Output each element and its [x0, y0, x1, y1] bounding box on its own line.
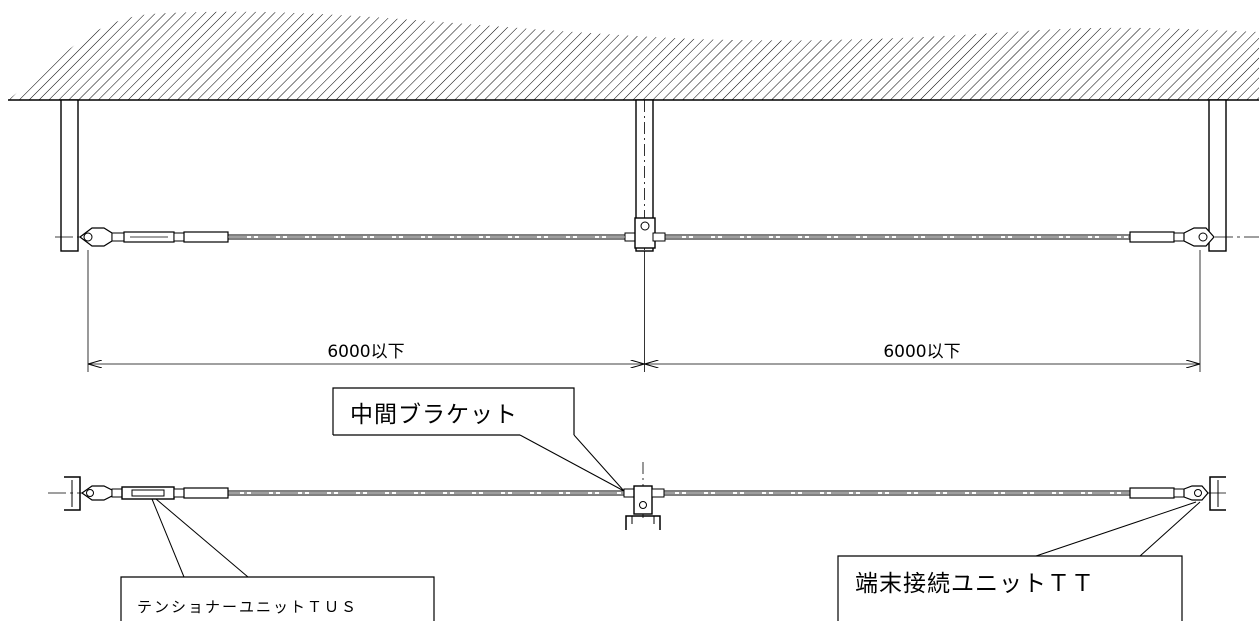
span-dimensions: 6000以下 6000以下 [87, 250, 1201, 372]
left-wall-bracket [64, 476, 81, 511]
ceiling-hatch [8, 11, 1259, 100]
right-post [1208, 99, 1227, 252]
terminal-unit-label: 端末接続ユニットＴＴ [855, 571, 1095, 597]
plan-cable [228, 490, 1130, 496]
plan-view [48, 462, 1230, 530]
left-post [60, 99, 79, 252]
callout-middle-bracket: 中間ブラケット [332, 387, 625, 492]
terminal-unit [1129, 485, 1209, 501]
left-end-fitting [79, 227, 229, 247]
tensioner-unit [80, 485, 229, 501]
callout-terminal-unit: 端末接続ユニットＴＴ [837, 501, 1201, 621]
right-span-label: 6000以下 [883, 342, 960, 362]
right-wall-bracket [1209, 476, 1226, 511]
callout-tensioner-unit: テンショナーユニットＴＵＳ [120, 498, 435, 621]
middle-bracket [624, 217, 666, 249]
middle-bracket-label: 中間ブラケット [350, 402, 518, 428]
elevation-cable [228, 234, 1130, 240]
elevation-view: 6000以下 6000以下 [8, 11, 1259, 372]
right-end-fitting [1129, 227, 1215, 247]
middle-bracket-plan [623, 485, 665, 530]
left-span-label: 6000以下 [327, 342, 404, 362]
tensioner-unit-label: テンショナーユニットＴＵＳ [137, 598, 358, 616]
